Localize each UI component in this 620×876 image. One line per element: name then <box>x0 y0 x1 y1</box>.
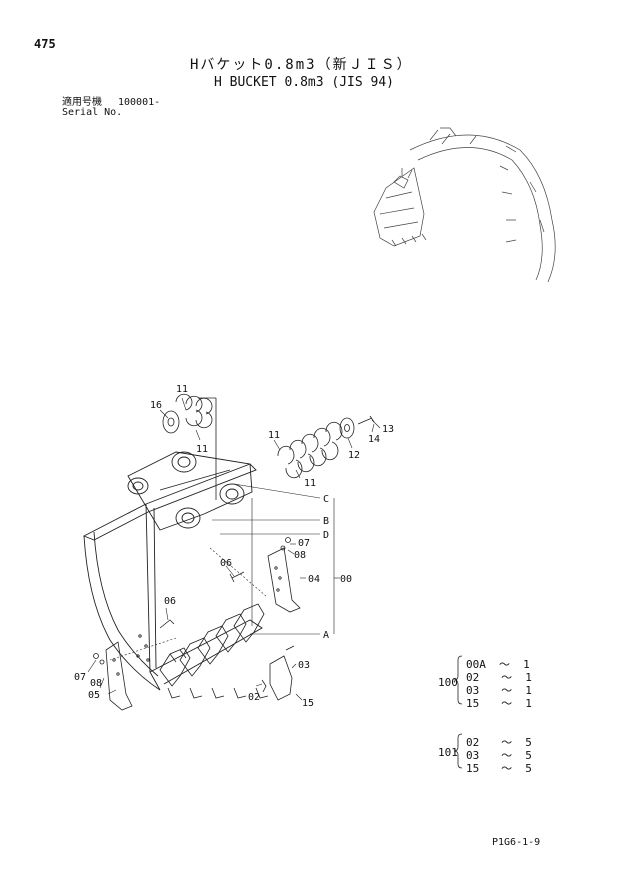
kit-qty: 5 <box>525 749 532 762</box>
title-english: H BUCKET 0.8m3 (JIS 94) <box>214 75 395 90</box>
callout-08: 08 <box>294 550 306 561</box>
serial-label-english: Serial No. <box>62 107 123 118</box>
tilde: ～ <box>501 684 513 697</box>
kit-qty: 5 <box>525 736 532 749</box>
retaining-rings-11-upper <box>175 393 213 429</box>
leader-lines <box>87 397 381 701</box>
kit-100-row: 03 ～ 1 <box>466 682 532 698</box>
teeth-row <box>159 603 269 699</box>
kit-qty: 5 <box>525 762 532 775</box>
tilde: ～ <box>501 671 513 684</box>
callout-D: D <box>323 530 329 541</box>
callout-16: 16 <box>150 400 162 411</box>
callout-03: 03 <box>298 660 310 671</box>
kit-part: 03 <box>466 684 480 697</box>
callout-12: 12 <box>348 450 360 461</box>
tilde: ～ <box>501 749 513 762</box>
callout-06: 06 <box>220 558 232 569</box>
kit-part: 00A <box>466 658 486 671</box>
page-number: 475 <box>34 37 56 51</box>
callout-00: 00 <box>340 574 352 585</box>
kit-qty: 1 <box>525 684 532 697</box>
pin-washer-16 <box>162 410 180 434</box>
callout-11: 11 <box>176 384 188 395</box>
tilde: ～ <box>501 762 513 775</box>
tilde: ～ <box>501 736 513 749</box>
tilde: ～ <box>501 697 513 710</box>
callout-14: 14 <box>368 434 380 445</box>
kit-qty: 1 <box>523 658 530 671</box>
serial-number-value: 100001- <box>118 97 161 108</box>
callout-08: 08 <box>90 678 102 689</box>
kit-part: 03 <box>466 749 480 762</box>
callout-B: B <box>323 516 329 527</box>
callout-11: 11 <box>196 444 208 455</box>
callout-07: 07 <box>74 672 86 683</box>
retaining-rings-11-right <box>277 421 343 479</box>
bucket-body <box>82 451 263 691</box>
washer-12 <box>339 417 355 439</box>
kit-101-label: 101 <box>438 746 458 759</box>
callout-13: 13 <box>382 424 394 435</box>
kit-part: 15 <box>466 762 480 775</box>
title-japanese: Hバケット0.8m3（新ＪＩＳ） <box>190 57 413 73</box>
tooth-03 <box>269 645 295 701</box>
kit-100-label: 100 <box>438 676 458 689</box>
tilde: ～ <box>499 658 510 671</box>
excavator-thumbnail <box>373 127 556 283</box>
kit-part: 02 <box>466 736 480 749</box>
kit-100-row: 15 ～ 1 <box>466 695 532 711</box>
callout-A: A <box>323 630 329 641</box>
callout-06: 06 <box>164 596 176 607</box>
callout-11: 11 <box>304 478 316 489</box>
callout-02: 02 <box>248 692 260 703</box>
kit-101-row: 02 ～ 5 <box>466 734 532 750</box>
kit-100-row: 00A ～ 1 <box>466 656 530 672</box>
callout-C: C <box>323 494 329 505</box>
kit-qty: 1 <box>525 671 532 684</box>
serial-label-japanese: 適用号機 <box>62 97 102 108</box>
kit-100-row: 02 ～ 1 <box>466 669 532 685</box>
kit-part: 02 <box>466 671 480 684</box>
figure-code: P1G6-1-9 <box>492 837 541 848</box>
side-cutter-04 <box>267 547 301 613</box>
kit-braces <box>453 655 463 769</box>
callout-11: 11 <box>268 430 280 441</box>
bolts-nuts <box>93 537 291 693</box>
kit-part: 15 <box>466 697 480 710</box>
callout-07: 07 <box>298 538 310 549</box>
callout-labels: 11 16 11 11 11 12 13 14 C B D A 07 08 06… <box>74 384 394 709</box>
kit-101-row: 15 ～ 5 <box>466 760 532 776</box>
kit-qty: 1 <box>525 697 532 710</box>
callout-15: 15 <box>302 698 314 709</box>
callout-05: 05 <box>88 690 100 701</box>
callout-04: 04 <box>308 574 320 585</box>
bolt-13 <box>357 415 375 425</box>
kit-101-row: 03 ～ 5 <box>466 747 532 763</box>
